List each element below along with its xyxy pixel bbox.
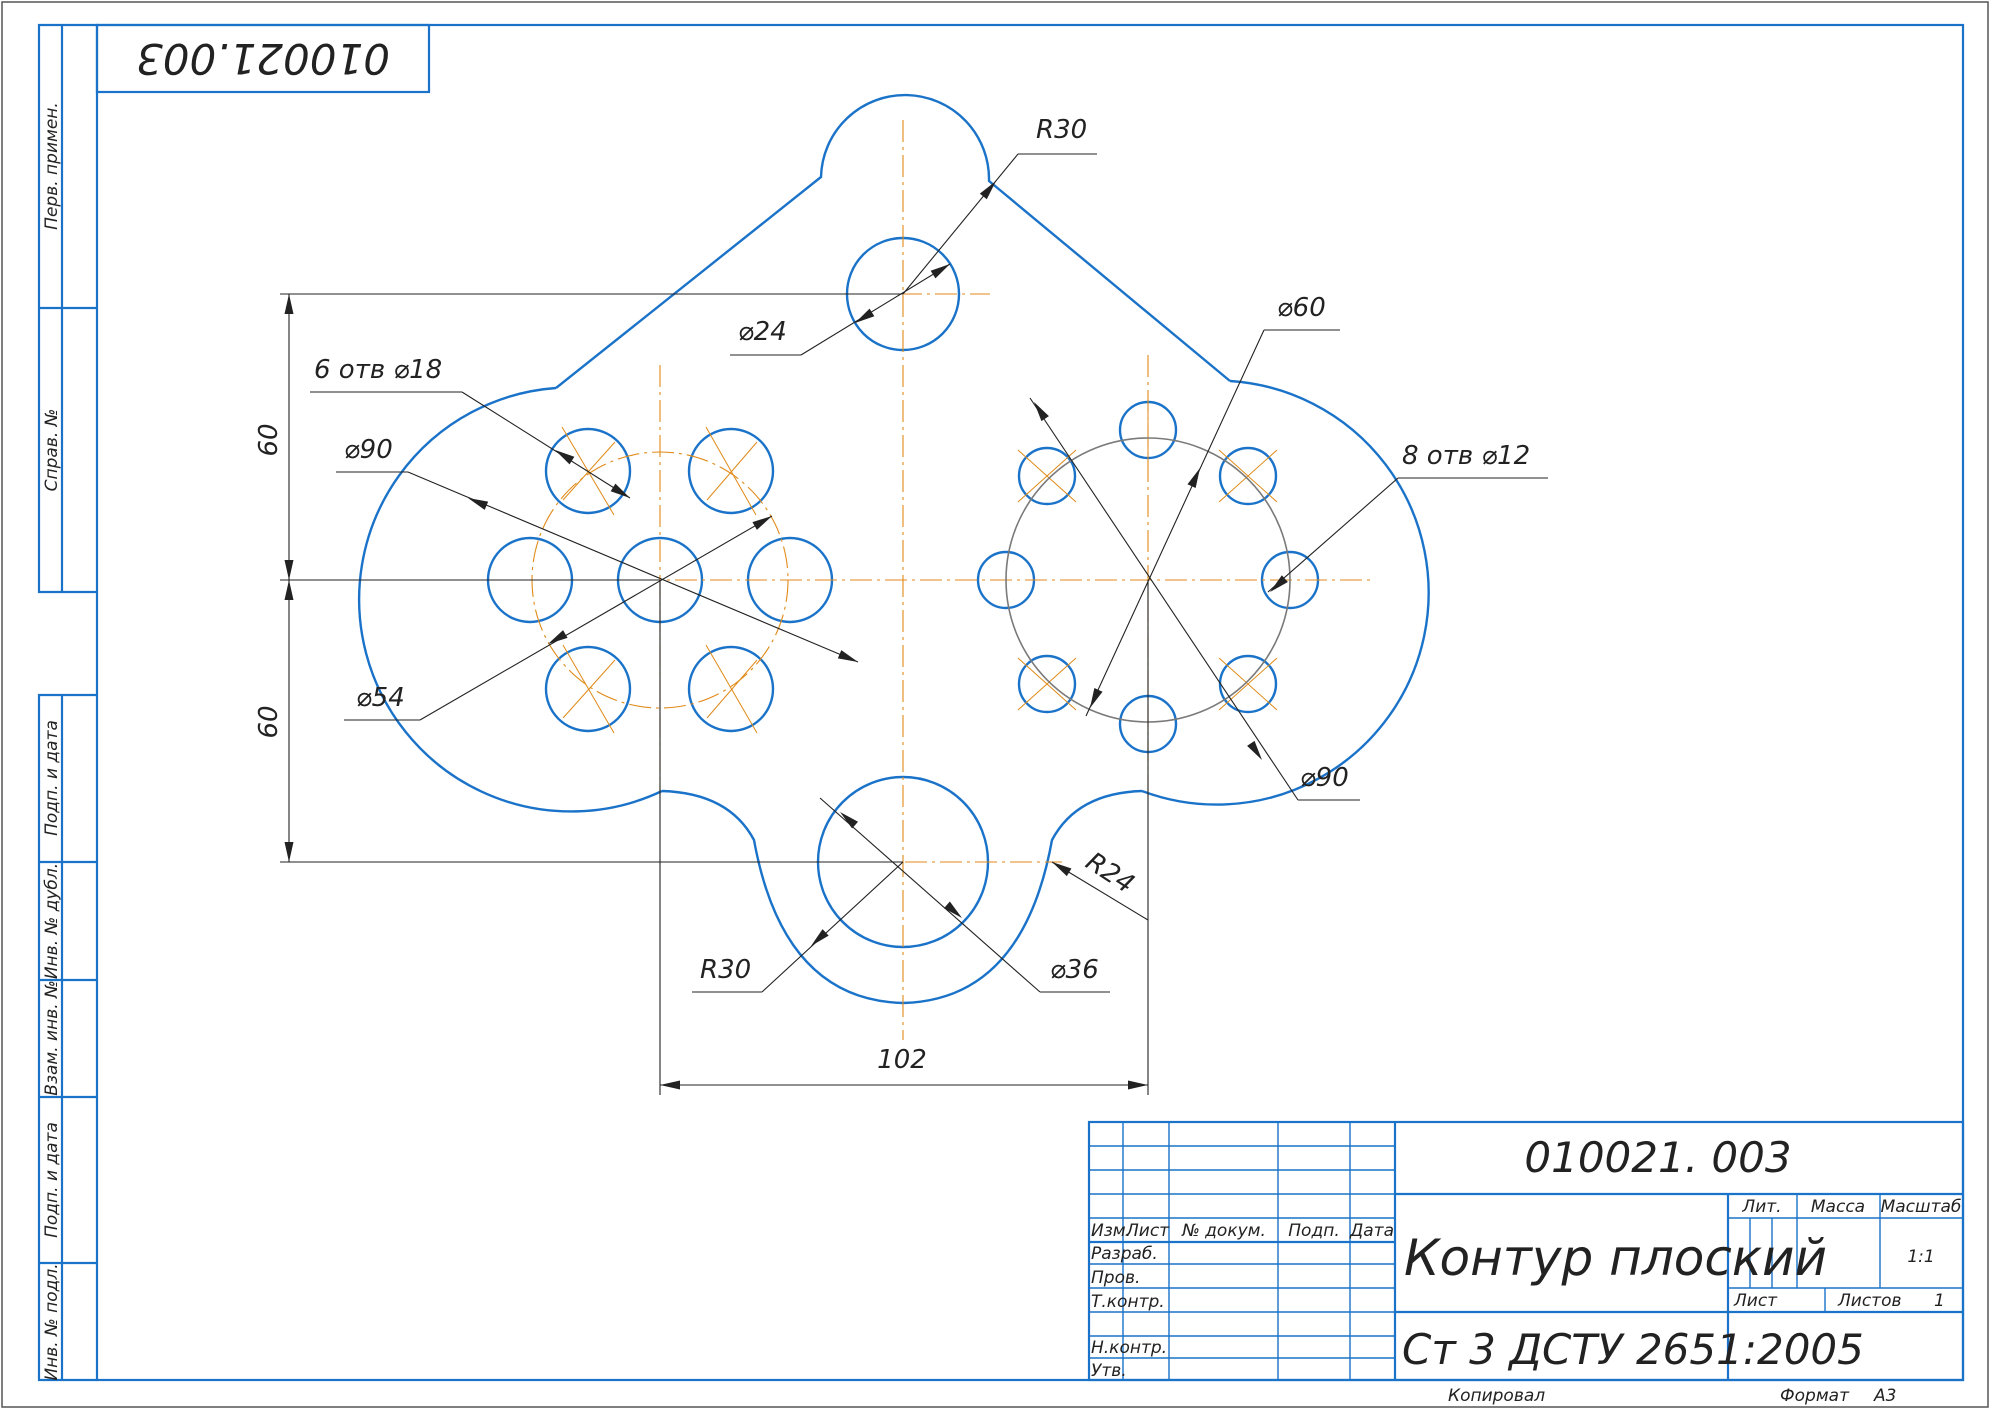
side-label-podp2: Подп. и дата	[42, 1122, 62, 1238]
tb-role-utv: Утв.	[1091, 1361, 1127, 1381]
tb-scale: 1:1	[1907, 1247, 1934, 1267]
dim-r24: R24	[1080, 847, 1139, 900]
side-label-sprav: Справ. №	[42, 409, 62, 492]
tb-listov: Листов	[1837, 1291, 1902, 1311]
footer-copied: Копировал	[1448, 1386, 1545, 1406]
dim-d24: ⌀24	[738, 317, 787, 347]
tb-part-name: Контур плоский	[1404, 1229, 1827, 1287]
dim-r30-bottom: R30	[700, 955, 751, 985]
dim-d90-left: ⌀90	[344, 435, 393, 465]
tb-massa: Масса	[1811, 1197, 1865, 1217]
dimension-lines	[280, 153, 1548, 1095]
side-strip: Перв. примен. Справ. № Подп. и дата Инв.…	[37, 23, 97, 1382]
side-label-inv-dubl: Инв. № дубл.	[42, 863, 62, 979]
tb-col-list: Лист	[1125, 1221, 1170, 1241]
tb-material: Ст 3 ДСТУ 2651:2005	[1402, 1325, 1864, 1374]
main-frame	[95, 23, 1965, 1382]
dim-60-bottom: 60	[254, 705, 284, 738]
side-label-inv-podl: Инв. № подл.	[42, 1263, 62, 1380]
dim-8-holes: 8 отв ⌀12	[1402, 441, 1530, 471]
dim-60-top: 60	[254, 423, 284, 456]
footer-format-label: Формат	[1780, 1386, 1850, 1406]
footer: Копировал Формат А3	[1448, 1386, 1896, 1406]
side-label-perv: Перв. примен.	[42, 102, 62, 230]
tb-col-izm: Изм.	[1091, 1221, 1131, 1241]
tb-lit: Лит.	[1741, 1197, 1781, 1217]
tb-list: Лист	[1733, 1291, 1778, 1311]
footer-format-value: А3	[1873, 1386, 1896, 1406]
tb-role-razrab: Разраб.	[1091, 1244, 1158, 1264]
tb-masshtab: Масштаб	[1881, 1197, 1962, 1217]
side-label-podp1: Подп. и дата	[42, 720, 62, 836]
tb-role-nkontr: Н.контр.	[1091, 1338, 1167, 1358]
tb-col-podp: Подп.	[1288, 1221, 1339, 1241]
dim-d54: ⌀54	[356, 683, 405, 713]
tb-listov-value: 1	[1934, 1291, 1945, 1311]
side-label-vzam: Взам. инв. №	[42, 980, 62, 1095]
dim-d60: ⌀60	[1277, 293, 1326, 323]
dim-r30-top: R30	[1036, 115, 1087, 145]
part-outline	[358, 93, 1430, 1005]
tb-doc-number: 010021. 003	[1524, 1133, 1791, 1182]
tb-col-data: Дата	[1349, 1221, 1394, 1241]
stamp-doc-number: 010021.003	[136, 34, 390, 83]
tb-col-docum: № докум.	[1181, 1221, 1266, 1241]
tb-role-tkontr: Т.контр.	[1091, 1292, 1165, 1312]
dim-102: 102	[877, 1045, 927, 1075]
top-stamp: 010021.003	[95, 23, 431, 94]
dim-6-holes: 6 отв ⌀18	[314, 355, 442, 385]
dim-d90-right: ⌀90	[1300, 763, 1349, 793]
dimension-texts: R30 ⌀24 6 отв ⌀18 ⌀90 ⌀54 60 60 ⌀60 8 от…	[254, 115, 1530, 1075]
title-block: 010021. 003 Контур плоский Ст 3 ДСТУ 265…	[1087, 1120, 1965, 1382]
dim-d36: ⌀36	[1050, 955, 1099, 985]
tb-role-prov: Пров.	[1091, 1268, 1140, 1288]
